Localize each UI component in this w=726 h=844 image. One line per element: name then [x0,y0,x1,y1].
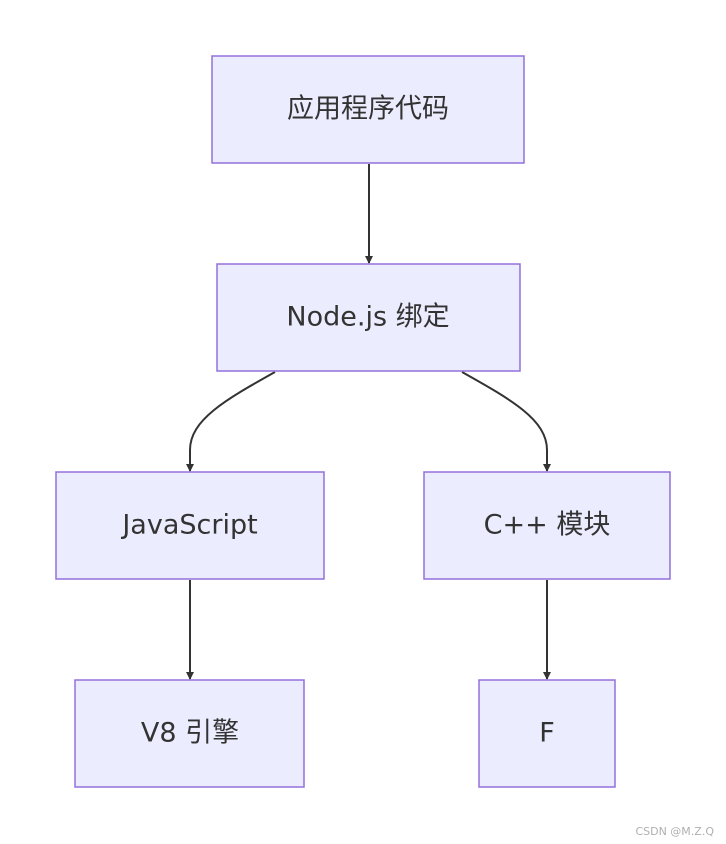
watermark-text: CSDN @M.Z.Q [635,825,714,838]
node-app-code-label: 应用程序代码 [287,94,449,125]
node-node-binding-label: Node.js 绑定 [286,302,449,333]
node-f-label: F [539,718,555,749]
node-javascript-label: JavaScript [120,510,257,541]
node-f: F [478,679,616,788]
node-app-code: 应用程序代码 [211,55,525,164]
node-javascript: JavaScript [55,471,325,580]
node-node-binding: Node.js 绑定 [216,263,521,372]
node-cpp-module-label: C++ 模块 [484,510,611,541]
node-v8-engine-label: V8 引擎 [141,718,239,749]
node-cpp-module: C++ 模块 [423,471,671,580]
edge-node-binding-to-javascript [186,371,276,472]
node-v8-engine: V8 引擎 [74,679,305,788]
edge-node-binding-to-cpp-module [461,371,551,472]
